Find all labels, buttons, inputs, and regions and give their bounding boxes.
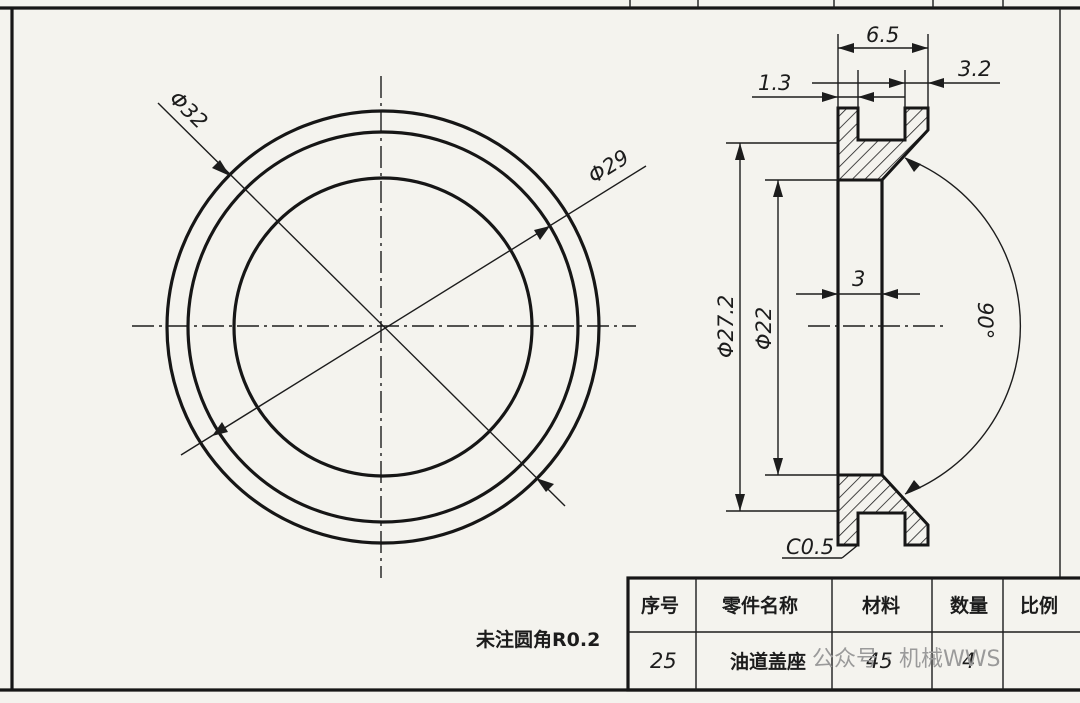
chamfer-label: C0.5: [786, 535, 834, 559]
front-groove-diameter-label: Φ29: [584, 145, 633, 188]
width-label: 6.5: [866, 23, 899, 47]
fillet-note: 未注圆角R0.2: [475, 628, 600, 651]
section-top-profile: [836, 106, 930, 182]
outer-circle: [165, 109, 601, 545]
cell-quantity: 4: [962, 649, 975, 673]
angle-arc: [904, 157, 1021, 495]
inner-bore-diameter-label: Φ22: [752, 307, 776, 350]
front-outer-diameter-label: Φ32: [165, 86, 213, 133]
outer-bore-diameter-label: Φ27.2: [714, 295, 738, 358]
section-bottom-profile: [836, 473, 930, 547]
cell-material: 45: [866, 649, 893, 673]
header-scale: 比例: [1020, 594, 1058, 617]
header-quantity: 数量: [950, 594, 988, 617]
bore-circle: [232, 176, 534, 478]
right-flange-label: 3.2: [958, 57, 991, 81]
groove-circle: [186, 130, 580, 524]
header-material: 材料: [862, 594, 900, 617]
cell-part-name: 油道盖座: [730, 650, 806, 673]
wall-thickness-label: 3: [852, 267, 865, 291]
section-view: Φ27.2 Φ22 6.5 1.3 3.2 3 90°: [714, 23, 1021, 559]
angle-label: 90°: [973, 302, 997, 339]
header-part-name: 零件名称: [721, 594, 798, 617]
watermark: 公众号 · 机械WWS: [812, 647, 1000, 672]
header-index: 序号: [641, 594, 679, 617]
title-block: 序号 零件名称 材料 数量 比例 25 油道盖座 45 4: [626, 576, 1080, 692]
left-flange-label: 1.3: [758, 71, 791, 95]
front-view: Φ32 Φ29: [132, 76, 647, 578]
cell-index: 25: [650, 649, 677, 673]
